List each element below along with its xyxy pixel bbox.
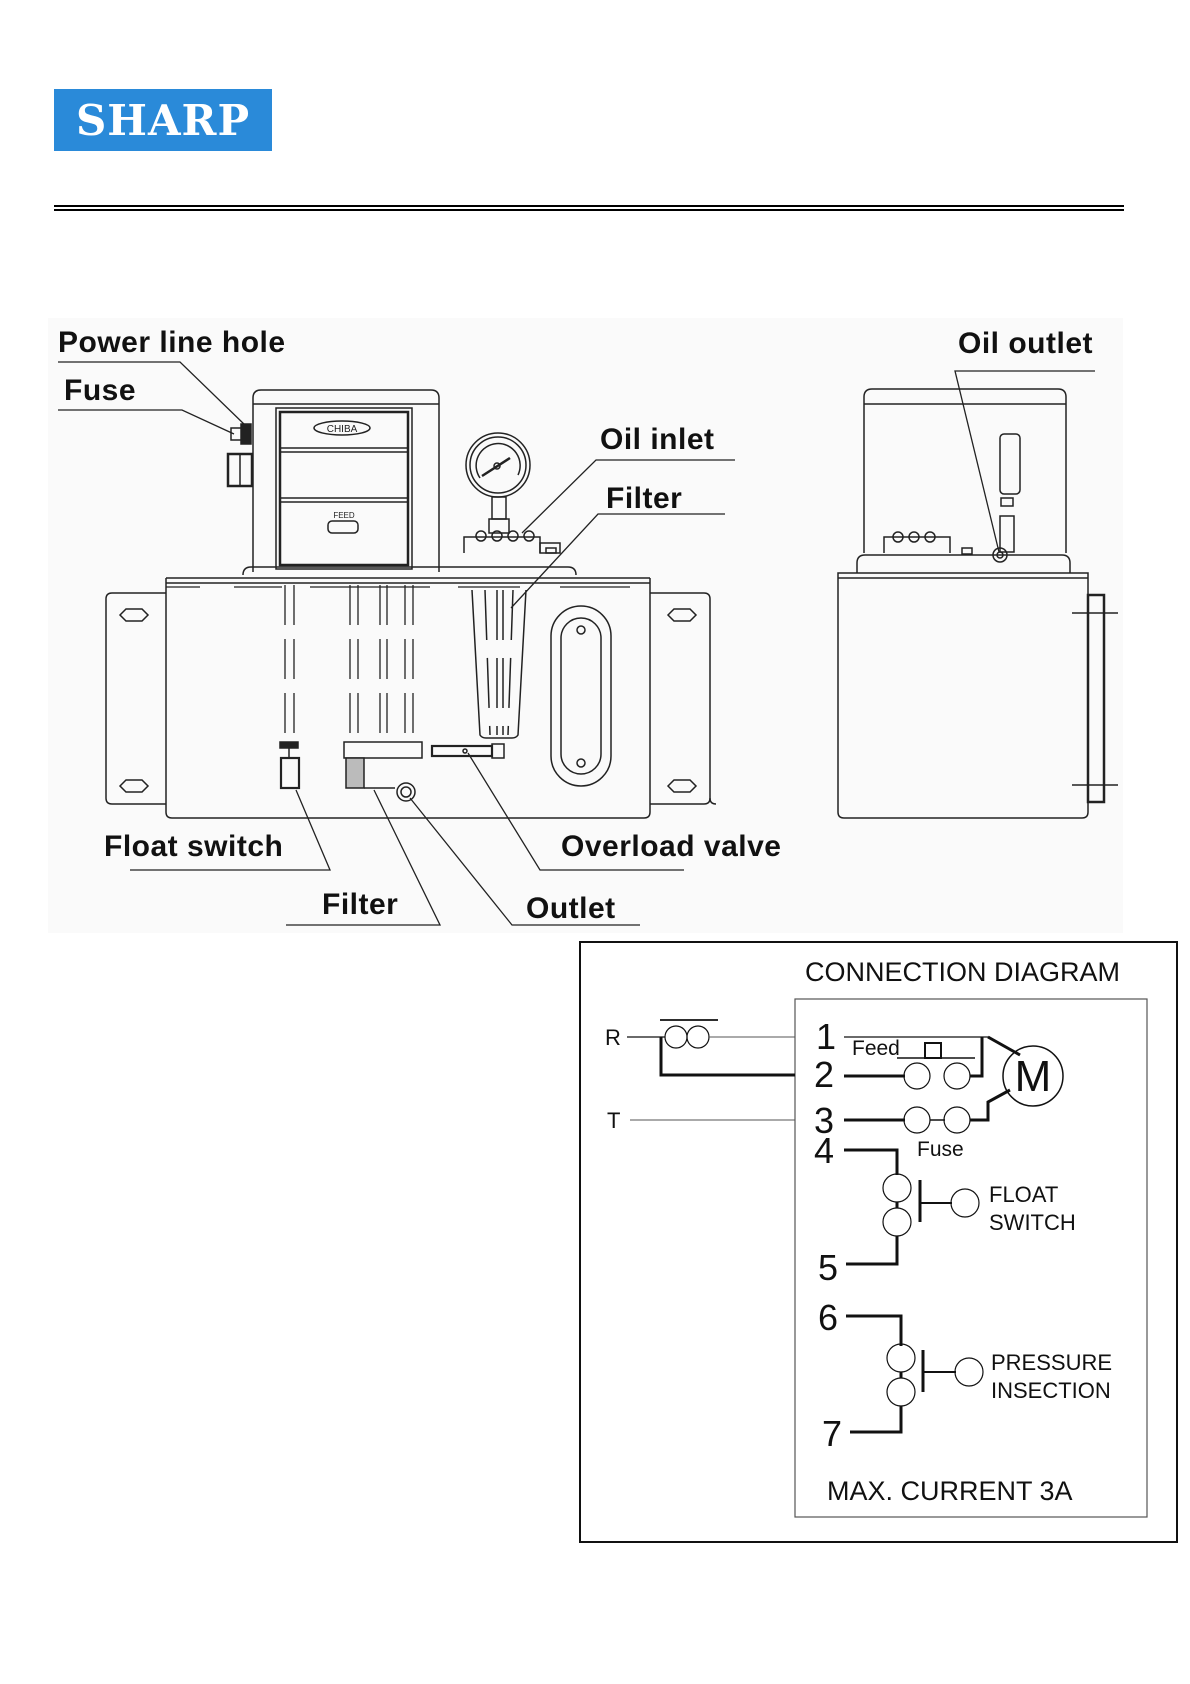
float-switch-symbol (950, 1188, 980, 1218)
suction-filter (345, 757, 365, 789)
control-panel (275, 407, 413, 570)
fuse-label: Fuse (917, 1138, 964, 1161)
float-switch-label-line1: FLOAT (989, 1182, 1058, 1207)
brand-name: SHARP (75, 95, 251, 145)
side-view (837, 388, 1118, 819)
label-power-line-hole: Power line hole (58, 326, 286, 359)
label-oil-outlet: Oil outlet (958, 327, 1093, 360)
connection-diagram-title: CONNECTION DIAGRAM (805, 957, 1120, 987)
side-head-housing (863, 388, 1067, 553)
terminal-7: 7 (822, 1413, 842, 1454)
label-filter-bottom: Filter (322, 888, 398, 921)
label-overload-valve: Overload valve (561, 830, 781, 863)
terminal-2: 2 (814, 1054, 834, 1095)
side-tank (837, 572, 1089, 819)
feed-button-text: FEED (333, 511, 355, 520)
connection-diagram: CONNECTION DIAGRAM R T (579, 941, 1178, 1543)
float-switch (279, 756, 301, 790)
max-current-note: MAX. CURRENT 3A (827, 1476, 1073, 1506)
input-t: T (607, 1108, 620, 1133)
feed-label: Feed (852, 1037, 900, 1060)
terminal-5: 5 (818, 1247, 838, 1288)
label-filter-top: Filter (606, 482, 682, 515)
front-view (105, 389, 717, 819)
control-head-housing (252, 389, 440, 572)
terminal-6: 6 (818, 1297, 838, 1338)
label-fuse: Fuse (64, 374, 136, 407)
terminal-4: 4 (814, 1130, 834, 1171)
motor-label: M (1015, 1052, 1052, 1101)
label-float-switch: Float switch (104, 830, 283, 863)
terminal-3: 3 (814, 1100, 834, 1141)
chiba-badge (313, 420, 371, 436)
input-r: R (605, 1025, 621, 1050)
mounting-slot-icon (118, 608, 698, 793)
chiba-badge-text: CHIBA (327, 424, 358, 435)
side-bracket (1086, 593, 1106, 804)
header-divider-bottom (54, 209, 1124, 211)
left-bracket (105, 592, 166, 805)
drawing-background (48, 318, 1123, 933)
oil-tank (165, 578, 651, 819)
label-outlet: Outlet (526, 892, 616, 925)
leader-lines (58, 361, 1095, 926)
header-divider-top (54, 205, 1124, 207)
float-switch-label-line2: SWITCH (989, 1210, 1076, 1235)
sharp-logo: SHARP (54, 89, 272, 151)
oil-level-window (550, 605, 612, 787)
pump-block (343, 741, 423, 759)
right-bracket (650, 592, 717, 805)
pressure-label-line2: INSECTION (991, 1378, 1111, 1403)
terminal-1: 1 (816, 1016, 836, 1057)
outlet-port (396, 782, 416, 802)
label-oil-inlet: Oil inlet (600, 423, 715, 456)
motor-symbol (1002, 1045, 1064, 1107)
power-line-hole (240, 423, 252, 445)
feed-button (327, 520, 359, 534)
pressure-label-line1: PRESSURE (991, 1350, 1112, 1375)
oil-inlet-block (463, 536, 541, 553)
overload-valve (430, 744, 494, 758)
pressure-sensor-symbol (954, 1357, 984, 1387)
inlet-filter (471, 589, 527, 739)
